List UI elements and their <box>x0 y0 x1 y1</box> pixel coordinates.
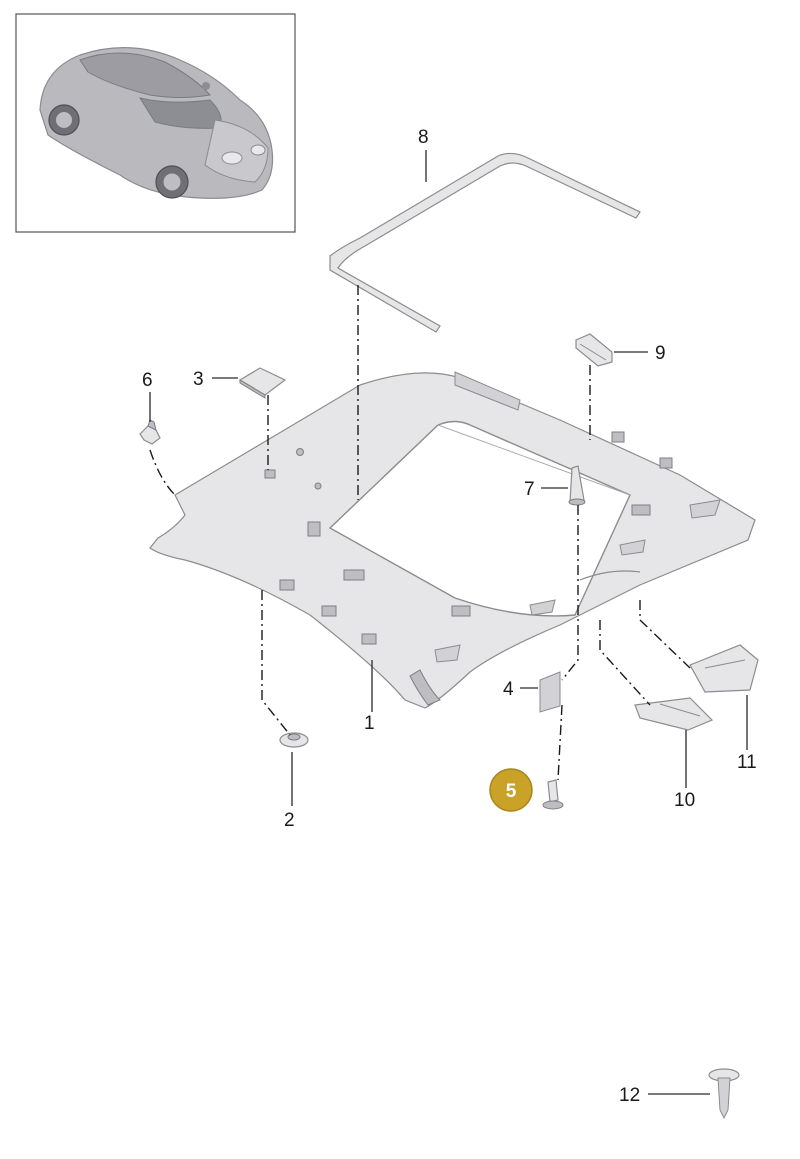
part-12-screw <box>708 1068 740 1120</box>
callout-2[interactable]: 2 <box>284 810 295 831</box>
callout-8[interactable]: 8 <box>418 127 429 148</box>
callout-5-highlight-badge[interactable]: 5 <box>489 768 533 812</box>
part-2-clip <box>279 732 309 748</box>
callout-5[interactable]: 5 <box>506 781 517 802</box>
vehicle-overview-thumbnail <box>15 13 296 233</box>
callout-3[interactable]: 3 <box>193 369 204 390</box>
part-1-headliner <box>149 371 756 709</box>
part-7-pin <box>568 465 586 506</box>
callout-6[interactable]: 6 <box>142 370 153 391</box>
part-11-cover <box>689 644 759 693</box>
callout-10[interactable]: 10 <box>674 790 695 811</box>
part-5-screw <box>542 779 564 810</box>
part-8-sunroof-seal <box>329 152 641 333</box>
part-10-cover <box>634 697 714 731</box>
callout-4[interactable]: 4 <box>503 679 514 700</box>
part-9-bracket <box>575 333 613 367</box>
part-3-cover-pad <box>238 367 287 399</box>
callout-leaders <box>149 150 748 1095</box>
callout-1[interactable]: 1 <box>364 713 375 734</box>
part-6-clip <box>139 419 161 445</box>
car-illustration <box>39 47 274 199</box>
part-4-plate <box>539 671 561 713</box>
callout-9[interactable]: 9 <box>655 343 666 364</box>
assembly-lines <box>149 285 691 781</box>
callout-labels: 8 3 6 9 7 1 2 4 10 11 12 5 <box>142 127 757 1106</box>
callout-7[interactable]: 7 <box>524 479 535 500</box>
callout-12[interactable]: 12 <box>619 1085 640 1106</box>
callout-11[interactable]: 11 <box>737 752 757 773</box>
